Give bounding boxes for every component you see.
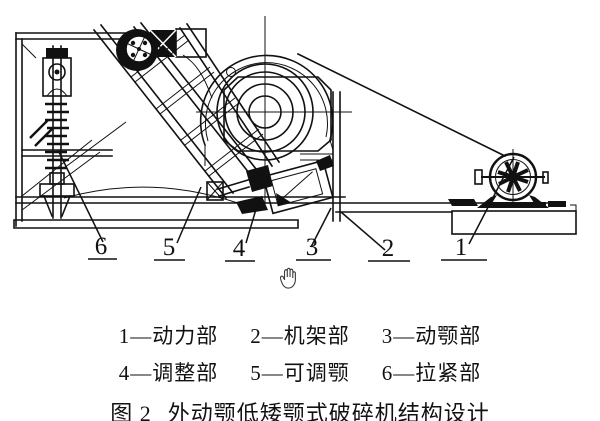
motor-group xyxy=(448,149,577,235)
figure-number: 图 2 xyxy=(110,401,152,421)
adjustable-jaw-group xyxy=(63,21,281,209)
grab-hand-cursor-icon xyxy=(279,267,296,289)
part-label-6: 6 xyxy=(95,233,108,260)
part-label-3: 3 xyxy=(306,234,319,261)
moving-jaw-adjustment-group xyxy=(206,155,334,215)
legend-item-5: 5—可调颚 xyxy=(250,361,350,385)
legend-item-4: 4—调整部 xyxy=(118,361,219,385)
legend-item-2: 2—机架部 xyxy=(250,324,350,348)
part-label-2: 2 xyxy=(382,235,395,262)
figure-title: 外动颚低矮颚式破碎机结构设计 xyxy=(167,401,490,421)
drive-belt-line xyxy=(296,52,507,158)
legend-item-3: 3—动颚部 xyxy=(381,324,482,348)
part-number-labels: 1 2 3 4 5 6 xyxy=(95,233,468,262)
legend-item-1: 1—动力部 xyxy=(118,324,219,348)
legend-row-1: 1—动力部 2—机架部 3—动颚部 xyxy=(0,320,600,350)
tension-assembly-group xyxy=(21,45,127,219)
part-label-5: 5 xyxy=(163,234,176,261)
crusher-structure-diagram[interactable]: 1 2 3 4 5 6 xyxy=(0,0,600,300)
diagram-canvas: 1 2 3 4 5 6 xyxy=(13,16,577,289)
part-label-4: 4 xyxy=(233,235,246,262)
legend-row-2: 4—调整部 5—可调颚 6—拉紧部 xyxy=(0,357,600,387)
jaw-pulley-icon xyxy=(116,29,158,71)
figure-caption: 图 2 外动颚低矮颚式破碎机结构设计 xyxy=(0,396,600,421)
leader-lines xyxy=(57,149,515,262)
part-label-1: 1 xyxy=(455,234,468,261)
legend-item-6: 6—拉紧部 xyxy=(381,361,482,385)
